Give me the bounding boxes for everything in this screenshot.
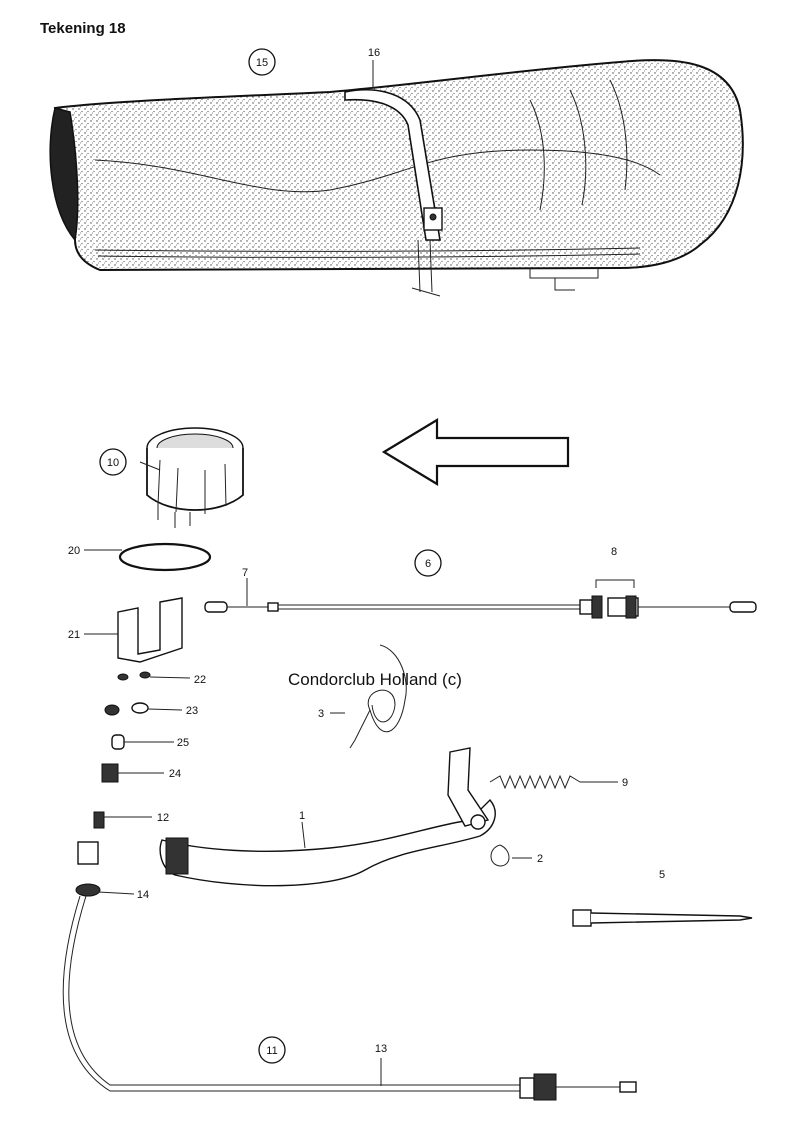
callout-25: 25 [177,737,189,749]
kick-lever [159,747,496,887]
callout-22: 22 [194,674,206,686]
drawing-title: Tekening 18 [40,20,126,37]
callout-24: 24 [169,768,181,780]
callout-labels: 15 16 10 20 6 8 7 21 22 23 25 24 3 9 12 … [68,47,665,1057]
callout-11: 11 [266,1045,277,1057]
control-cable [204,595,757,619]
watermark: Condorclub Holland (c) [288,670,462,689]
callout-7: 7 [242,567,248,579]
ring [118,542,212,572]
callout-3: 3 [318,708,324,720]
pin [572,909,753,927]
callout-13: 13 [375,1043,387,1055]
circled-callouts [99,48,442,1064]
bracket [117,597,183,663]
callout-8: 8 [611,546,617,558]
callout-2: 2 [537,853,543,865]
direction-arrow [381,418,570,486]
torsion-spring [349,644,407,749]
callout-14: 14 [137,889,149,901]
callout-16: 16 [368,47,380,59]
speedometer [146,427,244,528]
circlip [490,844,510,867]
seat [49,59,744,291]
seat-strap [344,89,443,297]
tension-spring [489,774,581,790]
callout-20: 20 [68,545,80,557]
callout-21: 21 [68,629,80,641]
callout-6: 6 [425,558,431,570]
callout-10: 10 [107,457,119,469]
callout-23: 23 [186,705,198,717]
speedometer-cable [62,811,637,1101]
callout-15: 15 [256,57,268,69]
callout-12: 12 [157,812,169,824]
callout-1: 1 [299,810,305,822]
small-parts [101,671,151,783]
callout-5: 5 [659,869,665,881]
callout-leaders [84,60,635,1086]
callout-9: 9 [622,777,628,789]
